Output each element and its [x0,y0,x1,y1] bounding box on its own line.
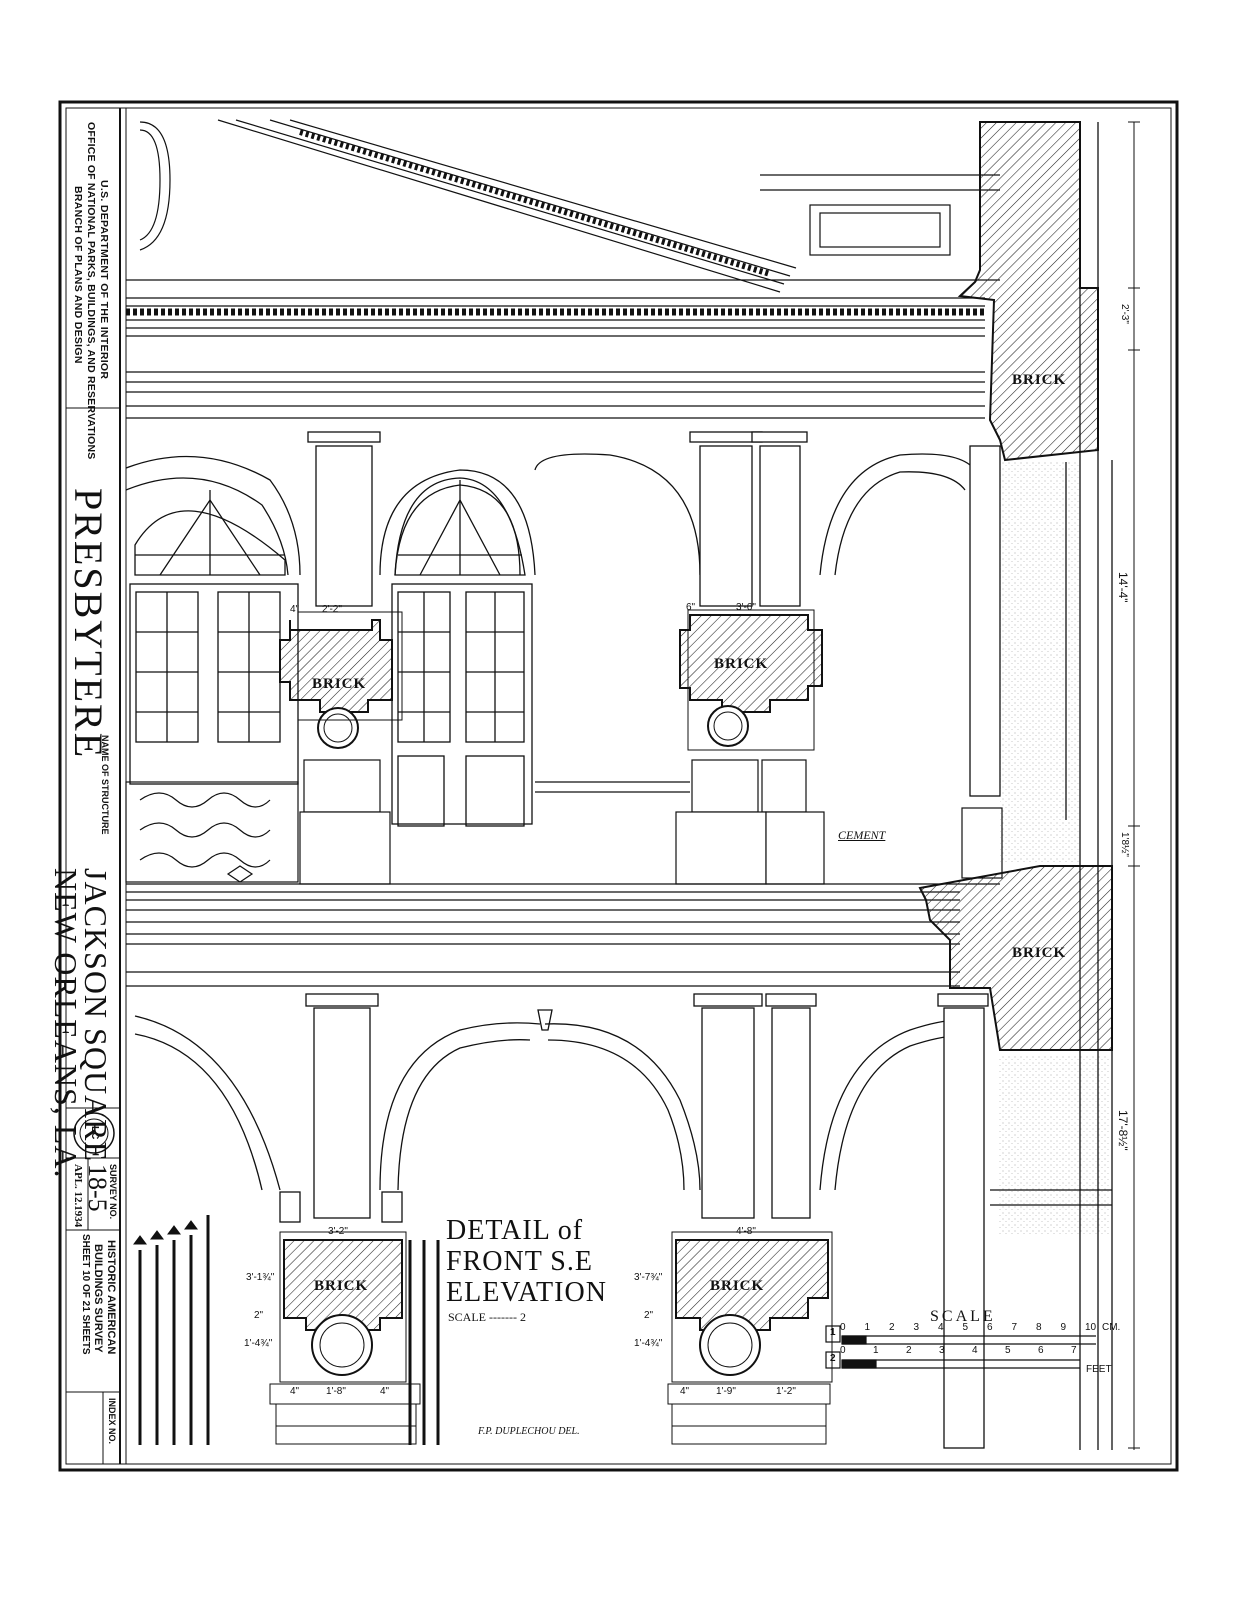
name-caption: NAME OF STRUCTURE [100,735,110,835]
scale-row-2-tick-label: 7 [1071,1345,1077,1356]
mid-entablature [126,883,1000,987]
scale-bars [825,1325,1096,1369]
scale-row-2-tick-label: 3 [939,1345,945,1356]
dim-lower-1-h2: 2" [254,1310,264,1321]
survey-number: 18-5 [83,1164,112,1212]
scale-row-2-tick-label: 0 [840,1345,846,1356]
sheet-info: SHEET 10 OF 21 SHEETS [80,1234,91,1355]
scale-row-1-tick-label: 8 [1036,1322,1042,1333]
scale-row-1-tick-label: 4 [938,1322,944,1333]
dim-base-2b: 1'-2" [776,1386,796,1397]
scale-row-1-tick-label: 6 [987,1322,993,1333]
dim-upper-pier-2-width: 3'-6" [736,602,756,613]
drawing-title-line-2: FRONT S.E [446,1246,593,1277]
scale-row-2-marker: 2 [830,1353,836,1364]
upper-pier-bases [299,759,1003,885]
pediment [126,119,1000,293]
scale-row-1-tick-label: 2 [889,1322,895,1333]
dim-floor: 1'8½" [1119,832,1130,857]
drawing-title-line-3: ELEVATION [446,1277,607,1308]
scale-row-2-tick-label: 4 [972,1345,978,1356]
delineator: F.P. DUPLECHOU DEL. [478,1426,580,1437]
seal-text: LC [89,1126,100,1140]
dim-upper-height: 14'-4" [1116,572,1130,603]
survey-date: APL. 12.1934 [72,1164,84,1228]
brick-label-upper-pier-2: BRICK [714,656,769,672]
scale-row-2-tick-label: 2 [906,1345,912,1356]
drawing-title-line-1: DETAIL of [446,1215,584,1246]
outer-border [58,100,1179,1472]
brick-label-mid-right: BRICK [1012,945,1067,961]
scale-row-1-tick-label: 3 [913,1322,920,1333]
balcony-railing [125,781,690,883]
lower-arcade [134,1009,961,1191]
title-strip-lines [66,407,120,1464]
location-line-2: NEW ORLEANS, LA. [48,868,84,1179]
dim-base-2-left: 4" [680,1386,690,1397]
dim-lower-pier-1-width: 3'-2" [328,1226,348,1237]
brick-label-lower-pier-2: BRICK [710,1278,765,1294]
brick-label-top-right: BRICK [1012,372,1067,388]
scale-row-1-tick-label: 5 [962,1322,969,1333]
scale-row-2-tick-label: 1 [873,1345,879,1356]
dim-lower-pier-2-width: 4'-8" [736,1226,756,1237]
upper-entablature [126,297,985,419]
brick-label-upper-pier-1: BRICK [312,676,367,692]
dim-lower-2-h2: 2" [644,1310,654,1321]
dim-lower-2-h3: 1'-4¾" [634,1338,663,1349]
agency-line-2: OFFICE OF NATIONAL PARKS, BUILDINGS, AND… [85,122,97,460]
upper-arcade [125,453,976,576]
program-line-2: BUILDINGS SURVEY [92,1244,104,1353]
scale-row-1-tick-label: 0 [840,1322,846,1333]
dim-upper-pier-1-width: 2'-2" [322,604,342,615]
scale-row-1-tick-label: 9 [1060,1322,1067,1333]
lower-columns [279,993,989,1449]
right-wall-section [918,121,1113,1450]
index-caption: INDEX NO. [107,1398,117,1445]
dim-lower-1-h3: 1'-4¾" [244,1338,273,1349]
scale-row-1-tick-label: 10 [1085,1322,1097,1333]
dim-top-right: 2'-3" [1119,304,1130,324]
dim-upper-pier-2-side: 6" [686,602,696,613]
scale-row-2-unit: FEET [1086,1364,1112,1375]
scale-row-1-unit: CM. [1102,1322,1121,1333]
scale-row-2-tick-label: 6 [1038,1345,1044,1356]
right-dimension-line [1128,121,1140,1450]
cement-label: CEMENT [838,828,886,842]
dim-base-1: 1'-8" [326,1386,346,1397]
scale-row-1-marker: 1 [830,1327,836,1338]
scale-row-2-tick-label: 5 [1005,1345,1011,1356]
dim-base-1-right: 4" [380,1386,390,1397]
agency-line-1: U.S. DEPARTMENT OF THE INTERIOR [98,180,110,380]
upper-pier-section-1 [279,611,403,749]
upper-columns [307,431,1001,797]
dim-lower-1-h1: 3'-1¾" [246,1272,275,1283]
brick-label-lower-pier-1: BRICK [314,1278,369,1294]
drawing-scale-ref: SCALE ------- 2 [448,1310,526,1324]
iron-fence [133,1215,440,1445]
upper-pier-section-2 [679,609,823,751]
dim-lower-2-h1: 3'-7¾" [634,1272,663,1283]
agency-line-3: BRANCH OF PLANS AND DESIGN [72,186,84,364]
dim-upper-pier-1-side: 4" [290,604,300,615]
dim-base-2: 1'-9" [716,1386,736,1397]
raking-dentils [299,129,771,277]
dim-base-1-left: 4" [290,1386,300,1397]
lower-pier-section-1 [269,1231,421,1445]
scale-row-1-tick-label: 1 [864,1322,871,1333]
program-line-1: HISTORIC AMERICAN [105,1240,117,1355]
structure-name: PRESBYTERE [66,488,111,760]
seal-icon [73,1112,115,1154]
lower-pier-section-2 [667,1231,833,1445]
scale-title: SCALE [930,1308,996,1325]
scale-row-1-tick-label: 7 [1011,1322,1018,1333]
dim-lower-height: 17'-8½" [1116,1110,1130,1151]
